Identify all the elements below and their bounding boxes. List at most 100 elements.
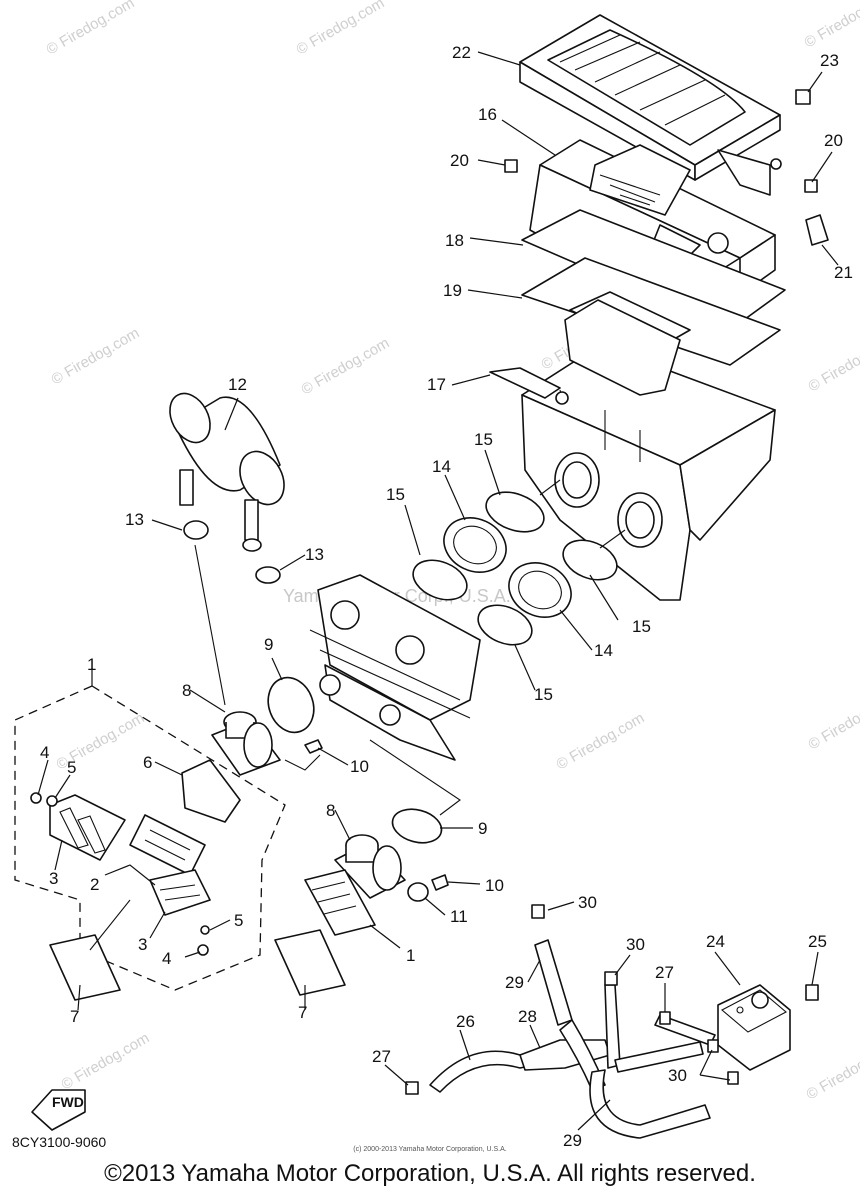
callout-label: 6 bbox=[143, 753, 152, 772]
callout-label: 28 bbox=[518, 1007, 537, 1026]
callout-label: 15 bbox=[632, 617, 651, 636]
callout-label: 11 bbox=[450, 907, 468, 926]
bracket bbox=[805, 214, 829, 246]
cap bbox=[183, 520, 209, 540]
callout-label: 1 bbox=[406, 946, 415, 965]
watermark: © Firedog.com bbox=[554, 709, 648, 773]
screw bbox=[30, 792, 42, 804]
callout-label: 12 bbox=[228, 375, 247, 394]
callout-label: 4 bbox=[162, 949, 171, 968]
clip bbox=[604, 971, 618, 986]
gasket bbox=[274, 929, 346, 996]
fuel-hoses bbox=[429, 939, 716, 1139]
callout-label: 14 bbox=[594, 641, 613, 660]
watermark: © Firedog.com bbox=[59, 1029, 153, 1093]
callout-label: 9 bbox=[478, 819, 487, 838]
callout-label: 27 bbox=[655, 963, 674, 982]
callout-label: 24 bbox=[706, 932, 725, 951]
watermark: © Firedog.com bbox=[806, 689, 860, 753]
callout-label: 1 bbox=[87, 655, 96, 674]
callout-label: 3 bbox=[138, 935, 147, 954]
bolt bbox=[504, 159, 518, 173]
callout-label: 8 bbox=[182, 681, 191, 700]
callout-label: 7 bbox=[298, 1003, 307, 1022]
callout-label: 18 bbox=[445, 231, 464, 250]
copyright-small: (c) 2000-2013 Yamaha Motor Corporation, … bbox=[353, 1146, 507, 1153]
callout-label: 19 bbox=[443, 281, 462, 300]
callout-label: 23 bbox=[820, 51, 839, 70]
callout-label: 14 bbox=[432, 457, 451, 476]
cap bbox=[255, 566, 281, 584]
screw bbox=[197, 944, 209, 956]
diagram-code: 8CY3100-9060 bbox=[12, 1134, 107, 1150]
clip bbox=[805, 984, 819, 1001]
callout-label: 5 bbox=[67, 758, 76, 777]
callout-label: 8 bbox=[326, 801, 335, 820]
watermark: © Firedog.com bbox=[299, 334, 393, 398]
reed-valve bbox=[49, 759, 241, 916]
callout-label: 29 bbox=[563, 1131, 582, 1150]
gasket bbox=[49, 934, 121, 1001]
fwd-label: FWD bbox=[52, 1094, 84, 1110]
watermark: © Firedog.com bbox=[44, 0, 138, 58]
clip bbox=[405, 1081, 419, 1095]
callout-label: 9 bbox=[264, 635, 273, 654]
callout-label: 3 bbox=[49, 869, 58, 888]
callout-label: 21 bbox=[834, 263, 853, 282]
reed-valve bbox=[304, 869, 376, 936]
callout-label: 15 bbox=[386, 485, 405, 504]
callout-label: 22 bbox=[452, 43, 471, 62]
fuel-pump bbox=[717, 984, 791, 1071]
clamp bbox=[267, 676, 315, 734]
washer bbox=[200, 925, 210, 935]
bolt bbox=[304, 739, 323, 754]
callout-label: 26 bbox=[456, 1012, 475, 1031]
callout-label: 17 bbox=[427, 375, 446, 394]
callout-label: 25 bbox=[808, 932, 827, 951]
clamps-joints bbox=[412, 491, 618, 646]
callout-label: 15 bbox=[474, 430, 493, 449]
callout-label: 29 bbox=[505, 973, 524, 992]
collar bbox=[407, 882, 429, 902]
callout-label: 30 bbox=[578, 893, 597, 912]
callout-label: 4 bbox=[40, 743, 49, 762]
reed-valve-group-outline bbox=[14, 685, 286, 991]
clip bbox=[727, 1071, 739, 1085]
callout-label: 30 bbox=[668, 1066, 687, 1085]
clamp bbox=[391, 808, 443, 844]
callout-label: 7 bbox=[70, 1007, 79, 1026]
watermark: © Firedog.com bbox=[49, 324, 143, 388]
clip bbox=[707, 1039, 719, 1053]
clip bbox=[659, 1011, 671, 1025]
callout-label: 2 bbox=[90, 875, 99, 894]
intake-silencer bbox=[169, 392, 285, 552]
intake-manifold bbox=[334, 834, 406, 899]
clip bbox=[531, 904, 545, 919]
watermark: © Firedog.com bbox=[294, 0, 388, 58]
callout-label: 13 bbox=[125, 510, 144, 529]
bolt bbox=[431, 874, 449, 891]
forward-arrow-icon: FWD bbox=[31, 1089, 86, 1131]
callout-label: 5 bbox=[234, 911, 243, 930]
lower-air-box bbox=[489, 299, 776, 601]
callouts: 22 23 16 20 20 18 21 19 17 12 15 14 15 1… bbox=[40, 43, 853, 1150]
callout-label: 27 bbox=[372, 1047, 391, 1066]
callout-label: 13 bbox=[305, 545, 324, 564]
intake-manifold bbox=[211, 711, 281, 776]
watermark: © Firedog.com bbox=[806, 331, 860, 395]
carburetor-assembly bbox=[309, 574, 481, 761]
bolt bbox=[795, 89, 811, 105]
leader-lines bbox=[37, 51, 839, 1131]
callout-label: 30 bbox=[626, 935, 645, 954]
callout-label: 16 bbox=[478, 105, 497, 124]
watermark: © Firedog.com bbox=[802, 0, 860, 51]
callout-label: 20 bbox=[824, 131, 843, 150]
callout-label: 10 bbox=[485, 876, 504, 895]
copyright: ©2013 Yamaha Motor Corporation, U.S.A. A… bbox=[104, 1160, 756, 1187]
washer bbox=[46, 795, 58, 807]
callout-label: 20 bbox=[450, 151, 469, 170]
bolt bbox=[804, 179, 818, 193]
callout-label: 10 bbox=[350, 757, 369, 776]
callout-label: 15 bbox=[534, 685, 553, 704]
